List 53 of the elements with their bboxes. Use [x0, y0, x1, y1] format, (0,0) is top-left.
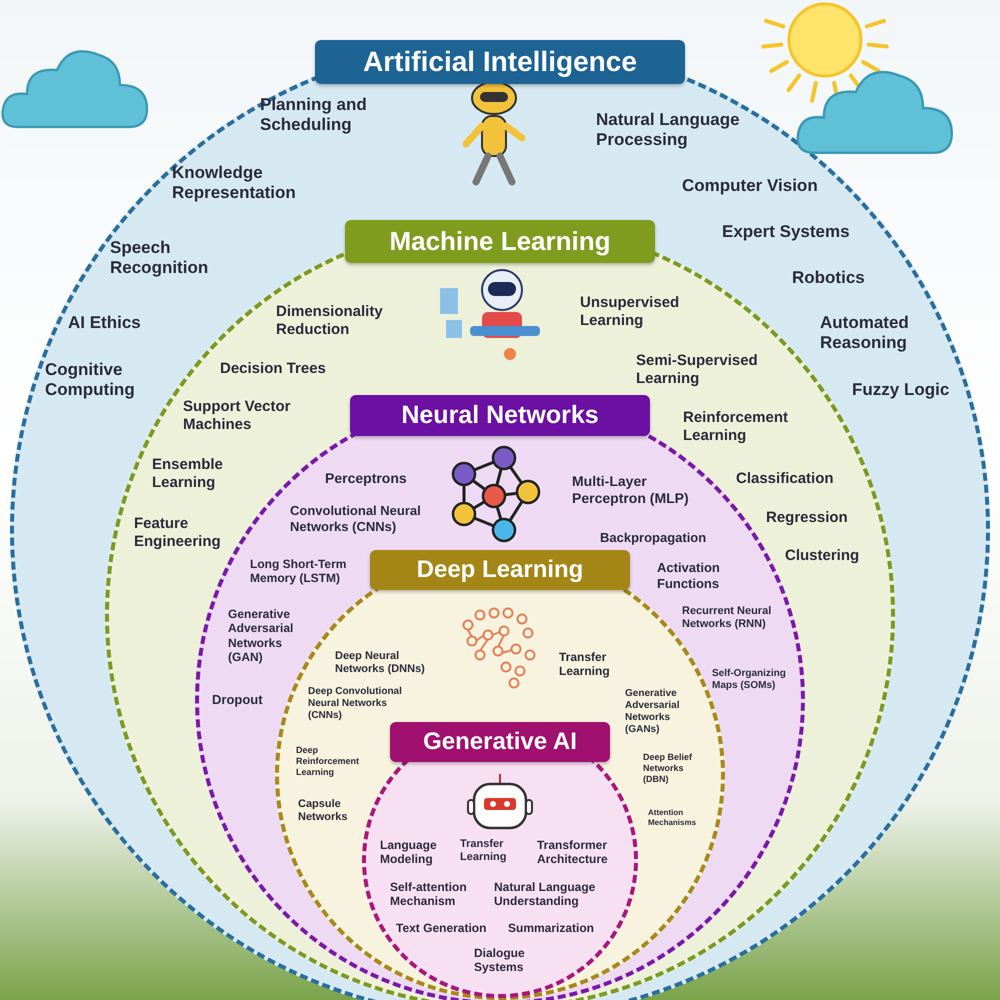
topic-label: Cognitive Computing: [45, 360, 136, 401]
topic-label: Feature Engineering: [134, 515, 222, 551]
topic-label: Planning and Scheduling: [260, 95, 368, 136]
topic-label: Reinforcement Learning: [683, 409, 790, 445]
topic-label: Regression: [766, 509, 849, 527]
topic-label: Deep Neural Networks (DNNs): [335, 650, 426, 676]
topic-label: Semi-Supervised Learning: [636, 352, 759, 388]
banner-title: Generative AI: [390, 722, 610, 762]
topic-label: Unsupervised Learning: [580, 294, 680, 330]
topic-label: Automated Reasoning: [820, 313, 910, 354]
topic-label: Robotics: [792, 268, 866, 288]
topic-label: Fuzzy Logic: [852, 380, 950, 400]
banner-title: Deep Learning: [370, 550, 630, 590]
topic-label: Deep Belief Networks (DBN): [643, 752, 694, 784]
topic-label: Generative Adversarial Networks (GAN): [228, 607, 294, 665]
topic-label: Dropout: [212, 692, 264, 708]
banner-title: Artificial Intelligence: [315, 40, 685, 84]
topic-label: Speech Recognition: [110, 238, 210, 279]
topic-label: Long Short-Term Memory (LSTM): [250, 557, 348, 586]
topic-label: Computer Vision: [682, 176, 819, 196]
topic-label: Activation Functions: [657, 560, 721, 592]
topic-label: Recurrent Neural Networks (RNN): [682, 605, 772, 632]
topic-label: Knowledge Representation: [172, 163, 297, 204]
topic-label: Summarization: [508, 921, 596, 936]
topic-label: Transfer Learning: [460, 838, 508, 864]
topic-label: Self-Organizing Maps (SOMs): [712, 668, 787, 692]
topic-label: Expert Systems: [722, 222, 851, 242]
topic-label: Deep Reinforcement Learning: [296, 745, 360, 778]
topic-label: Multi-Layer Perceptron (MLP): [572, 473, 690, 507]
topic-label: Text Generation: [396, 921, 488, 936]
topic-label: Natural Language Understanding: [494, 880, 596, 909]
topic-label: Convolutional Neural Networks (CNNs): [290, 503, 422, 534]
topic-label: Perceptrons: [325, 470, 408, 487]
topic-label: Dialogue Systems: [474, 946, 526, 975]
topic-label: Natural Language Processing: [596, 110, 741, 151]
topic-label: Language Modeling: [380, 838, 438, 867]
topic-label: Ensemble Learning: [152, 456, 224, 492]
topic-label: AI Ethics: [68, 313, 142, 334]
topic-label: Backpropagation: [600, 530, 708, 546]
banner-title: Neural Networks: [350, 395, 650, 436]
topic-label: Transformer Architecture: [537, 838, 609, 867]
topic-label: Self-attention Mechanism: [390, 880, 468, 909]
topic-label: Transfer Learning: [559, 650, 611, 679]
topic-label: Support Vector Machines: [183, 398, 292, 434]
topic-label: Attention Mechanisms: [648, 808, 698, 828]
topic-label: Capsule Networks: [298, 798, 349, 824]
topic-label: Generative Adversarial Networks (GANs): [625, 688, 680, 736]
topic-label: Clustering: [785, 547, 860, 565]
topic-label: Deep Convolutional Neural Networks (CNNs): [308, 686, 403, 722]
topic-label: Decision Trees: [220, 360, 327, 378]
topic-label: Dimensionality Reduction: [276, 303, 384, 339]
topic-label: Classification: [736, 470, 835, 488]
banner-title: Machine Learning: [345, 220, 655, 263]
